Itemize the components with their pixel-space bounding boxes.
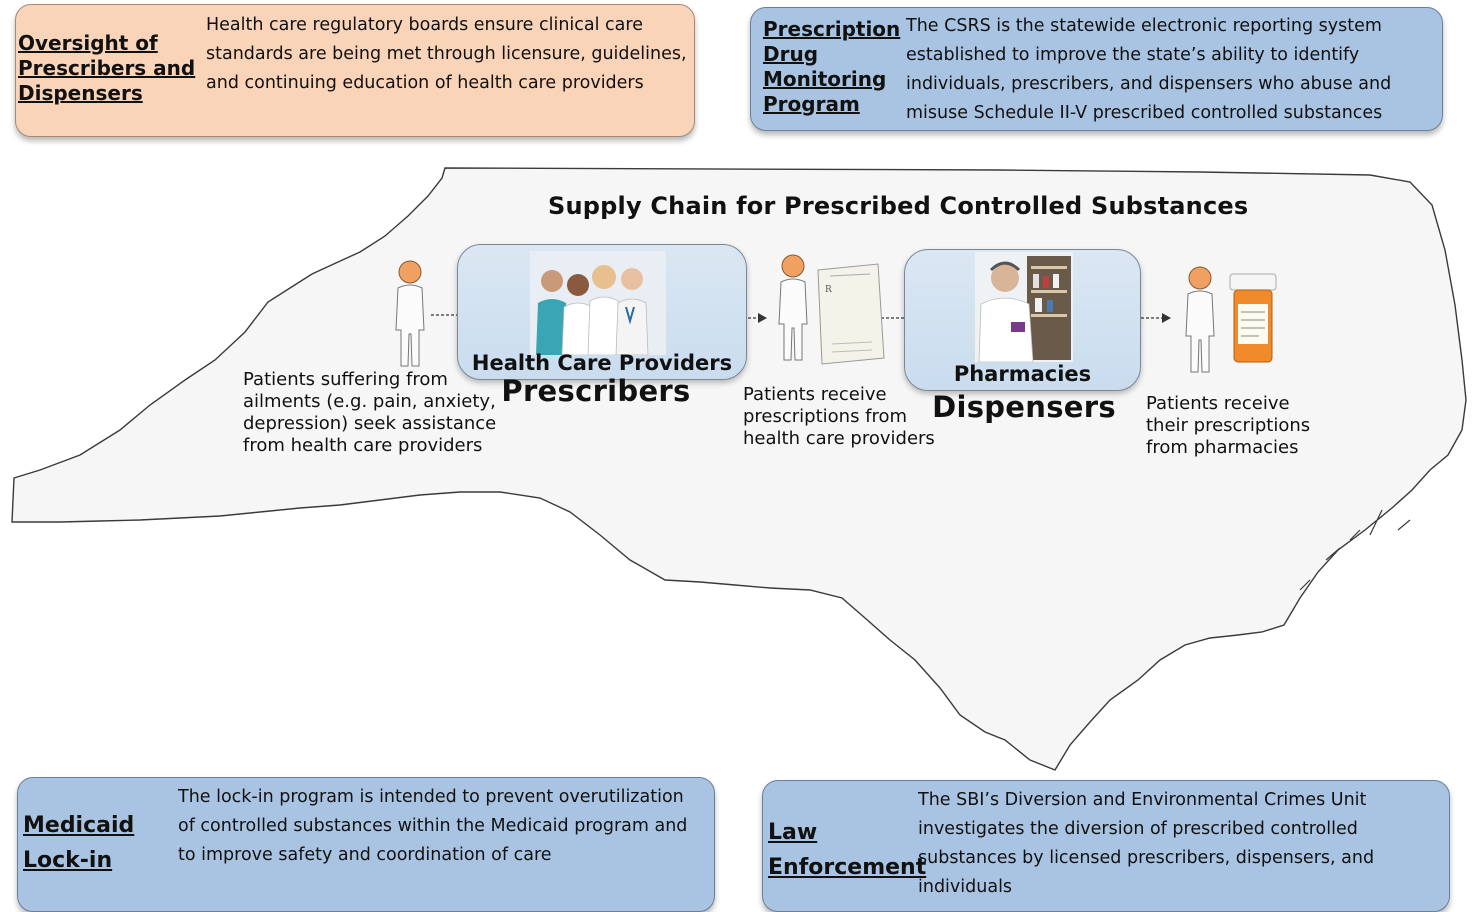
pdmp-heading: Prescription Drug Monitoring Program: [763, 17, 901, 116]
providers-photo: [530, 251, 666, 355]
patient-figure-2: [778, 254, 808, 361]
oversight-heading: Oversight of Prescribers and Dispensers: [18, 31, 196, 105]
health-care-providers-label: Health Care Providers: [471, 351, 733, 375]
prescribers-label: Prescribers: [501, 374, 691, 408]
diagram-title: Supply Chain for Prescribed Controlled S…: [548, 192, 1249, 220]
pharmacies-label: Pharmacies: [953, 362, 1092, 386]
oversight-body: Health care regulatory boards ensure cli…: [206, 15, 687, 93]
svg-text:R: R: [825, 285, 832, 295]
law-enforcement-body: The SBI’s Diversion and Environmental Cr…: [918, 790, 1375, 897]
caption-patients-seek-assistance: Patients suffering from ailments (e.g. p…: [243, 369, 497, 456]
pdmp-box: Prescription Drug Monitoring Program The…: [750, 7, 1443, 131]
patient-figure-1: [395, 260, 425, 367]
health-care-providers-box: Health Care Providers: [457, 244, 747, 380]
caption-patients-receive-prescriptions: Patients receive prescriptions from heal…: [743, 384, 935, 449]
prescription-pad-icon: R: [817, 263, 885, 365]
oversight-box: Oversight of Prescribers and Dispensers …: [15, 4, 695, 137]
pill-bottle-icon: [1229, 273, 1277, 363]
caption-patients-receive-from-pharmacies: Patients receive their prescriptions fro…: [1146, 393, 1311, 458]
pdmp-body: The CSRS is the statewide electronic rep…: [906, 16, 1392, 123]
law-enforcement-box: Law Enforcement The SBI’s Diversion and …: [762, 780, 1450, 912]
patient-figure-3: [1185, 266, 1215, 373]
outer-banks-outline: [1299, 509, 1411, 591]
dispensers-label: Dispensers: [932, 390, 1116, 424]
pharmacist-photo: [975, 252, 1073, 362]
medicaid-heading: Medicaid Lock-in: [23, 813, 135, 873]
pharmacies-box: Pharmacies: [904, 249, 1141, 391]
medicaid-box: Medicaid Lock-in The lock-in program is …: [17, 777, 715, 912]
law-enforcement-heading: Law Enforcement: [768, 820, 927, 880]
medicaid-body: The lock-in program is intended to preve…: [178, 787, 688, 865]
